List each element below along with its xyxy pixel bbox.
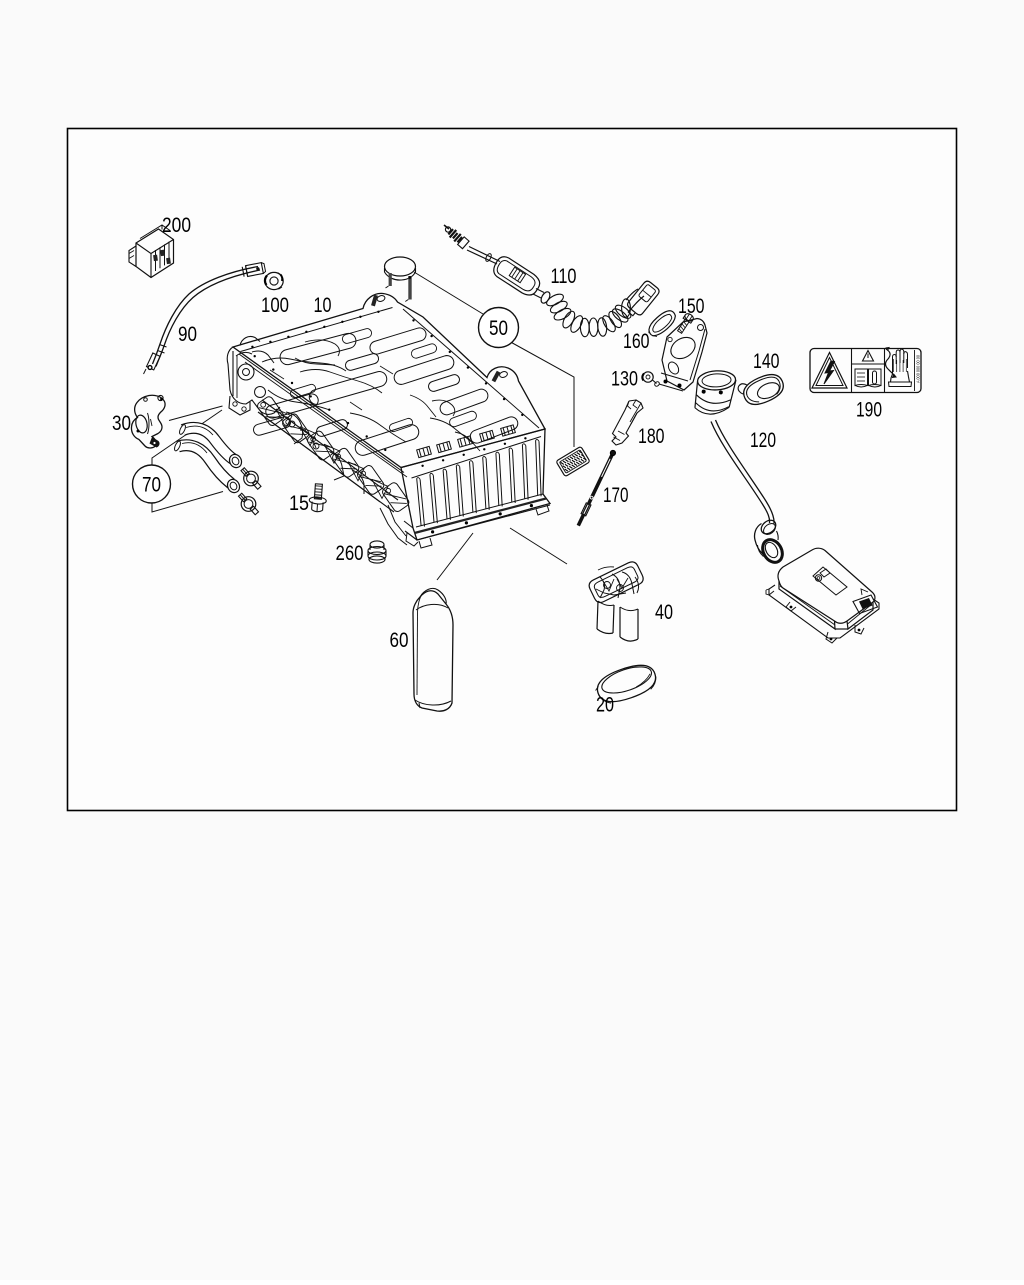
- svg-text:70: 70: [142, 474, 161, 497]
- svg-text:A 000 000 00 00: A 000 000 00 00: [916, 354, 921, 383]
- svg-text:140: 140: [753, 350, 780, 373]
- svg-text:90: 90: [178, 323, 197, 346]
- svg-text:50: 50: [489, 317, 508, 340]
- svg-text:150: 150: [678, 295, 705, 318]
- svg-text:30: 30: [112, 412, 131, 435]
- svg-text:10: 10: [314, 294, 332, 317]
- svg-text:200: 200: [162, 214, 191, 237]
- svg-text:60: 60: [390, 629, 409, 652]
- svg-text:120: 120: [750, 429, 776, 452]
- svg-text:260: 260: [336, 542, 364, 565]
- svg-text:130: 130: [611, 368, 638, 391]
- svg-text:190: 190: [856, 399, 882, 422]
- svg-text:110: 110: [551, 265, 577, 288]
- svg-text:170: 170: [603, 484, 629, 507]
- svg-text:100: 100: [261, 294, 289, 317]
- svg-text:40: 40: [655, 601, 673, 624]
- svg-text:15: 15: [289, 492, 309, 515]
- svg-text:180: 180: [638, 425, 665, 448]
- svg-text:20: 20: [596, 694, 614, 717]
- svg-text:160: 160: [623, 330, 650, 353]
